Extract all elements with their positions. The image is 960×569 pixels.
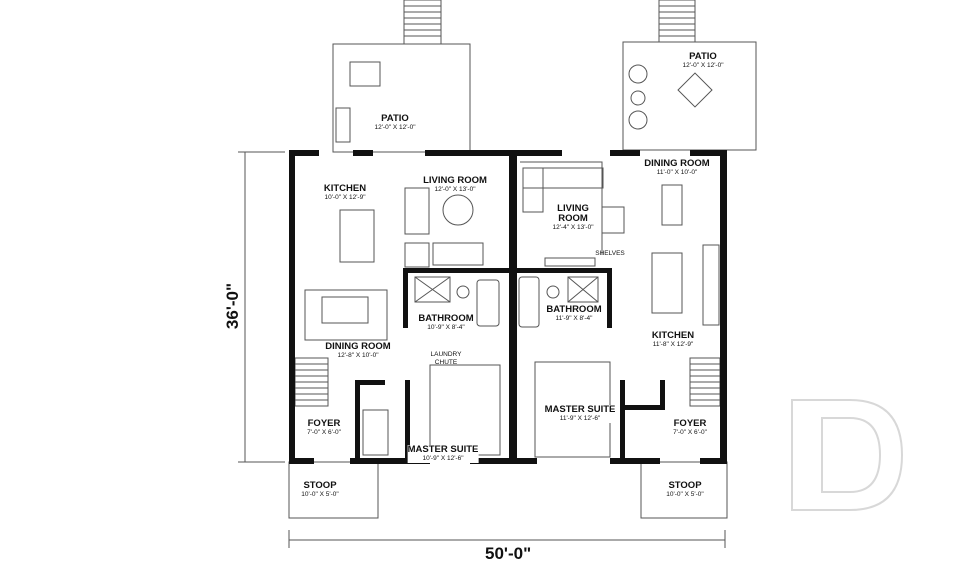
room-name: PATIO	[381, 113, 409, 124]
room-name: LIVING ROOM	[423, 175, 487, 186]
room-size: 12'-0" X 13'-0"	[434, 186, 476, 193]
room-size: 12'-0" X 12'-0"	[374, 124, 416, 131]
laundry-line1: LAUNDRY	[430, 351, 462, 358]
sectional-sofa	[522, 167, 544, 213]
room-name: STOOP	[303, 480, 337, 491]
closet	[362, 409, 389, 456]
patio-chair	[628, 110, 648, 130]
armchair	[601, 206, 625, 234]
dining-rug	[304, 289, 388, 341]
patio-left-outline	[332, 43, 471, 153]
depth-dimension: 36'-0"	[223, 282, 243, 330]
width-dimension: 50'-0"	[485, 544, 532, 563]
room-size: 11'-9" X 8'-4"	[555, 315, 593, 322]
bed-left	[429, 364, 501, 456]
lounge-chair	[335, 107, 351, 143]
bathtub-right	[518, 276, 540, 328]
room-size: 11'-9" X 12'-6"	[559, 415, 601, 422]
laundry-line2: CHUTE	[434, 359, 458, 366]
bathtub	[476, 279, 500, 327]
room-name: KITCHEN	[651, 330, 695, 341]
side-table	[404, 242, 430, 268]
room-name: BATHROOM	[418, 313, 474, 324]
tv-console	[544, 257, 596, 267]
room-size: 10'-0" X 12'-9"	[324, 194, 366, 201]
shelves-text: SHELVES	[595, 250, 625, 257]
room-size: 7'-0" X 6'-0"	[673, 429, 707, 436]
room-name: BATHROOM	[546, 304, 602, 315]
room-size: 10'-9" X 8'-4"	[427, 324, 465, 331]
counter	[702, 244, 720, 326]
room-name: ROOM	[558, 213, 588, 224]
watermark-logo	[791, 399, 904, 511]
room-name: STOOP	[668, 480, 702, 491]
toilet-right	[546, 285, 560, 299]
patio-left-stairs	[403, 0, 442, 45]
patio-right-stairs	[658, 0, 696, 43]
patio-table-right	[677, 72, 713, 108]
room-size: 10'-0" X 5'-0"	[666, 491, 704, 498]
walls	[289, 150, 727, 464]
room-size: 10'-9" X 12'-6"	[422, 455, 464, 462]
shower	[414, 276, 451, 303]
room-size: 11'-0" X 10'-0"	[656, 169, 698, 176]
shelves-label: SHELVES	[595, 250, 625, 258]
room-name: MASTER SUITE	[407, 444, 479, 455]
room-name: DINING ROOM	[644, 158, 710, 169]
foyer-stairs-right	[689, 357, 721, 407]
room-size: 12'-8" X 10'-0"	[337, 352, 379, 359]
room-name: DINING ROOM	[325, 341, 391, 352]
coffee-table	[442, 194, 474, 226]
room-size: 12'-4" X 13'-0"	[552, 224, 594, 231]
sofa	[404, 187, 430, 235]
stoop-right-outline	[640, 461, 728, 519]
room-name: MASTER SUITE	[544, 404, 616, 415]
room-name: PATIO	[689, 51, 717, 62]
stoop-left-outline	[288, 461, 379, 519]
room-name: FOYER	[673, 418, 707, 429]
patio-table	[349, 61, 381, 87]
room-name: FOYER	[307, 418, 341, 429]
room-name: KITCHEN	[323, 183, 367, 194]
room-size: 11'-8" X 12'-9"	[652, 341, 694, 348]
toilet	[456, 285, 470, 299]
patio-chair	[628, 64, 648, 84]
sectional-sofa	[522, 167, 604, 189]
kitchen-island	[339, 209, 375, 263]
room-size: 12'-0" X 12'-0"	[682, 62, 724, 69]
room-size: 7'-0" X 6'-0"	[307, 429, 341, 436]
sofa	[432, 242, 484, 266]
patio-side-table	[630, 90, 646, 106]
foyer-stairs-left	[294, 357, 329, 407]
dining-table	[321, 296, 369, 324]
dining-table-right	[661, 184, 683, 226]
width-dimension-line	[288, 530, 726, 548]
room-size: 10'-0" X 5'-0"	[301, 491, 339, 498]
kitchen-island-right	[651, 252, 683, 314]
room-name: LIVING	[557, 203, 589, 214]
shower-right	[567, 276, 599, 303]
depth-dimension-line	[238, 151, 285, 463]
